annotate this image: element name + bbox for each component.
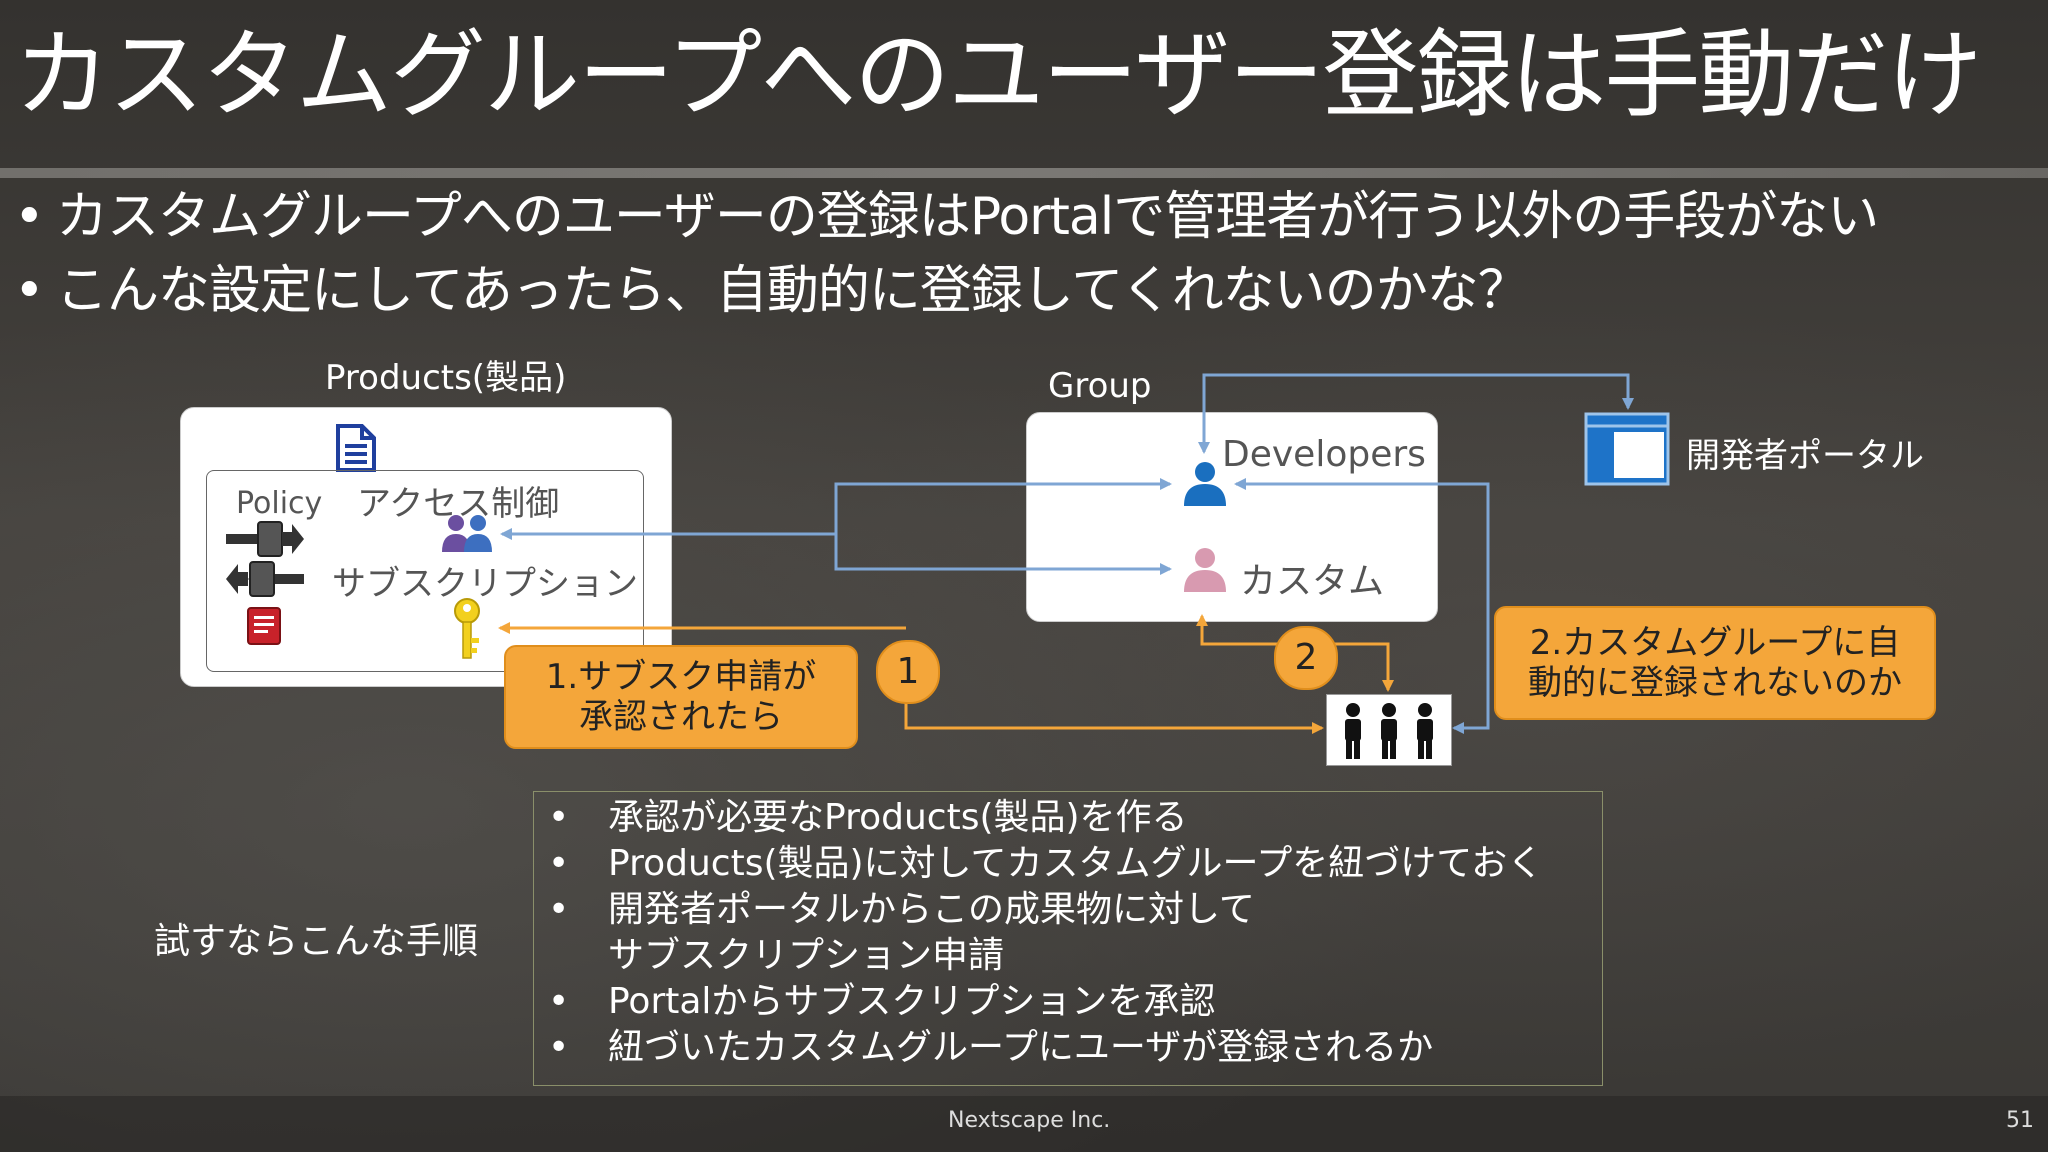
developer-user-icon (1182, 460, 1228, 506)
step-text: 承認が必要なProducts(製品)を作る (608, 797, 1188, 838)
step-text: 紐づいたカスタムグループにユーザが登録されるか (608, 1027, 1434, 1068)
connector-custom-to-people (1334, 642, 1394, 692)
step-1-marker: 1 (876, 640, 940, 704)
bullet-text: こんな設定にしてあったら、自動的に登録してくれないのかな？ (56, 261, 1530, 321)
policy-error-icon (246, 604, 282, 646)
bullet-list: •カスタムグループへのユーザーの登録はPortalで管理者が行う以外の手段がない… (14, 180, 1879, 328)
products-label: Products(製品) (325, 358, 567, 398)
step-bullet: • (548, 981, 570, 1022)
group-box (1026, 412, 1438, 622)
developer-portal-icon (1584, 412, 1670, 486)
footer-company: Nextscape Inc. (948, 1108, 1111, 1133)
bullet-dot: • (14, 187, 45, 247)
step-text: サブスクリプション申請 (608, 935, 1005, 976)
callout-line: 1.サブスク申請が (545, 657, 817, 697)
key-icon (452, 598, 482, 660)
portal-label: 開発者ポータル (1686, 436, 1924, 476)
step-2-marker: 2 (1274, 626, 1338, 690)
bullet-dot: • (14, 261, 45, 321)
bullet-item: •カスタムグループへのユーザーの登録はPortalで管理者が行う以外の手段がない (14, 180, 1879, 254)
policy-inbound-icon (226, 520, 304, 558)
step-text: 開発者ポータルからこの成果物に対して (608, 889, 1255, 930)
step-text: Portalからサブスクリプションを承認 (608, 981, 1216, 1022)
custom-user-icon (1182, 546, 1228, 592)
policy-outbound-icon (226, 560, 304, 598)
step-bullet: • (548, 1027, 570, 1068)
custom-label: カスタム (1240, 561, 1385, 602)
users-group-icon (440, 514, 496, 554)
callout-auto-register: 2.カスタムグループに自 動的に登録されないのか (1494, 606, 1936, 720)
callout-line: 動的に登録されないのか (1528, 663, 1902, 703)
policy-label: Policy (236, 486, 323, 521)
subscription-label: サブスクリプション (332, 564, 638, 604)
document-icon (336, 424, 376, 472)
callout-line: 承認されたら (579, 697, 783, 737)
callout-subscription-approved: 1.サブスク申請が 承認されたら (504, 645, 858, 749)
bullet-item: •こんな設定にしてあったら、自動的に登録してくれないのかな？ (14, 254, 1878, 328)
callout-line: 2.カスタムグループに自 (1529, 623, 1901, 663)
bullet-text: カスタムグループへのユーザーの登録はPortalで管理者が行う以外の手段がない (56, 187, 1879, 247)
connector-people-to-custom (1196, 614, 1296, 646)
connector-approval-to-people (904, 698, 1324, 734)
group-label: Group (1048, 366, 1152, 406)
policy-container (206, 470, 644, 672)
page-number: 51 (2006, 1108, 2034, 1133)
step-bullet: • (548, 889, 570, 930)
people-group-icon (1326, 694, 1452, 766)
title-divider (0, 168, 2048, 178)
developers-label: Developers (1222, 434, 1426, 475)
connector-product-to-developers (834, 478, 1172, 534)
step-text: Products(製品)に対してカスタムグループを紐づけておく (608, 843, 1544, 884)
connector-developers-to-people (1236, 482, 1490, 734)
footer-bar (0, 1096, 2048, 1152)
procedure-label: 試すならこんな手順 (154, 921, 479, 962)
connector-product-to-custom (834, 534, 1172, 575)
step-bullet: • (548, 797, 570, 838)
slide-title: カスタムグループへのユーザー登録は手動だけ (14, 19, 1982, 131)
connector-portal-to-developers (1198, 373, 1630, 454)
procedure-steps-box: • 承認が必要なProducts(製品)を作る • Products(製品)に対して… (533, 791, 1603, 1086)
step-bullet: • (548, 843, 570, 884)
